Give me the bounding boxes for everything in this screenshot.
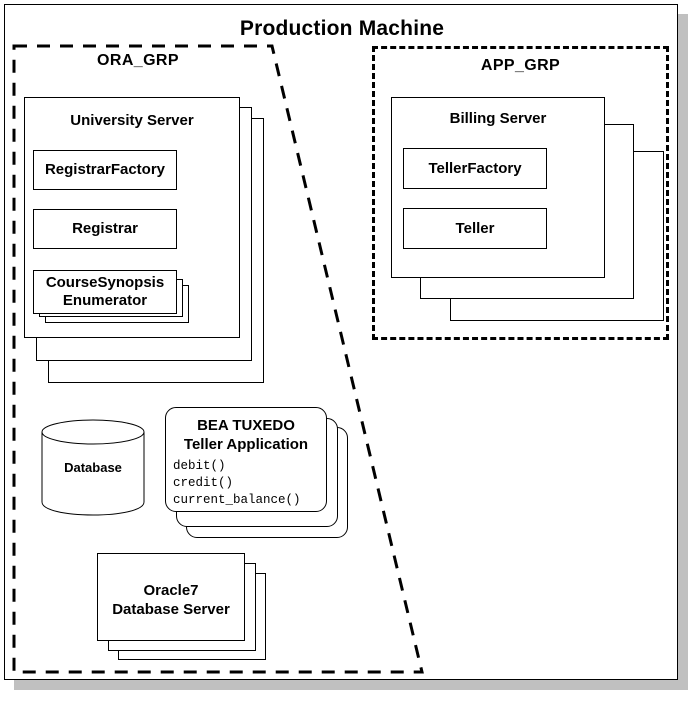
oracle7-card-front[interactable]: Oracle7 Database Server bbox=[97, 553, 245, 641]
component-registrar-label: Registrar bbox=[72, 220, 138, 237]
component-registrar-factory-label: RegistrarFactory bbox=[44, 161, 166, 178]
tuxedo-card-front[interactable]: BEA TUXEDO Teller Application debit() cr… bbox=[165, 407, 327, 512]
database-cylinder[interactable]: Database bbox=[41, 418, 145, 516]
component-course-synopsis-enumerator-label-line2: Enumerator bbox=[62, 292, 148, 309]
billing-server-title: Billing Server bbox=[449, 110, 547, 127]
oracle7-title-line1: Oracle7 bbox=[143, 582, 199, 599]
app-grp-boundary: APP_GRP bbox=[372, 46, 669, 340]
tuxedo-operation-credit: credit() bbox=[173, 476, 234, 490]
app-grp-label: APP_GRP bbox=[480, 57, 561, 74]
oracle7-title-line2: Database Server bbox=[112, 601, 230, 618]
component-teller-factory[interactable]: TellerFactory bbox=[403, 148, 547, 189]
tuxedo-operation-current-balance: current_balance() bbox=[173, 493, 301, 507]
tuxedo-operation-debit: debit() bbox=[173, 459, 226, 473]
tuxedo-title-line1: BEA TUXEDO bbox=[197, 417, 295, 434]
component-course-synopsis-enumerator-label-line1: CourseSynopsis bbox=[45, 274, 165, 291]
ora-grp-label: ORA_GRP bbox=[97, 52, 179, 69]
component-registrar[interactable]: Registrar bbox=[33, 209, 177, 249]
component-course-synopsis-enumerator[interactable]: CourseSynopsis Enumerator bbox=[33, 270, 177, 314]
university-server-title: University Server bbox=[70, 112, 194, 129]
page-title: Production Machine bbox=[239, 17, 445, 40]
component-teller[interactable]: Teller bbox=[403, 208, 547, 249]
component-teller-label: Teller bbox=[455, 219, 495, 237]
ora-grp-label-wrap: ORA_GRP bbox=[13, 52, 263, 70]
database-cylinder-shape bbox=[41, 419, 145, 516]
tuxedo-title-line2: Teller Application bbox=[183, 436, 309, 453]
component-teller-factory-label: TellerFactory bbox=[428, 159, 522, 177]
component-registrar-factory[interactable]: RegistrarFactory bbox=[33, 150, 177, 190]
database-label: Database bbox=[64, 460, 122, 475]
